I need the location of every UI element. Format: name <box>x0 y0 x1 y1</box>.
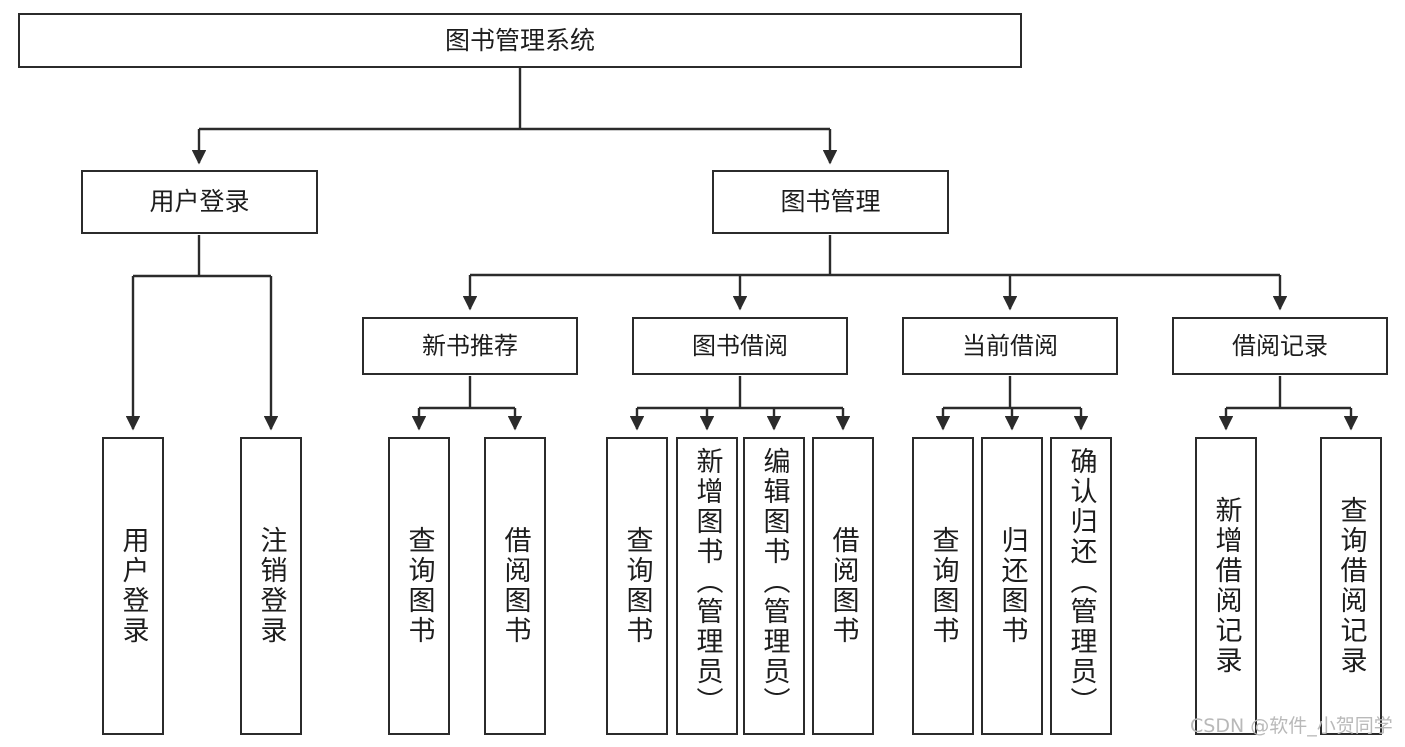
node-label: 图书管理系统 <box>444 25 595 55</box>
leaf-current-return-book[interactable]: 归还图书 <box>981 437 1043 735</box>
node-label: 借阅图书 <box>827 526 859 646</box>
node-label: 当前借阅 <box>962 331 1058 360</box>
node-label: 归还图书 <box>996 526 1028 646</box>
node-label: 借阅图书 <box>499 526 531 646</box>
leaf-recommend-borrow-book[interactable]: 借阅图书 <box>484 437 546 735</box>
node-label: 确认归还（管理员） <box>1065 447 1097 717</box>
node-current-borrow[interactable]: 当前借阅 <box>902 317 1118 375</box>
node-label: 注销登录 <box>255 526 287 646</box>
leaf-recommend-query-book[interactable]: 查询图书 <box>388 437 450 735</box>
node-label: 编辑图书（管理员） <box>758 447 790 717</box>
leaf-current-query-book[interactable]: 查询图书 <box>912 437 974 735</box>
node-label: 查询图书 <box>927 526 959 646</box>
node-label: 图书管理 <box>780 187 881 216</box>
leaf-user-login-logout[interactable]: 注销登录 <box>240 437 302 735</box>
node-user-login[interactable]: 用户登录 <box>81 170 318 234</box>
node-book-borrow[interactable]: 图书借阅 <box>632 317 848 375</box>
node-label: 查询图书 <box>403 526 435 646</box>
node-label: 新增借阅记录 <box>1210 496 1242 676</box>
node-book-management[interactable]: 图书管理 <box>712 170 949 234</box>
node-root-system[interactable]: 图书管理系统 <box>18 13 1022 68</box>
leaf-borrow-edit-book-admin[interactable]: 编辑图书（管理员） <box>743 437 805 735</box>
leaf-record-query-record[interactable]: 查询借阅记录 <box>1320 437 1382 735</box>
leaf-borrow-query-book[interactable]: 查询图书 <box>606 437 668 735</box>
node-label: 用户登录 <box>149 187 250 216</box>
leaf-record-add-record[interactable]: 新增借阅记录 <box>1195 437 1257 735</box>
node-label: 新书推荐 <box>422 331 518 360</box>
node-label: 用户登录 <box>117 526 149 646</box>
node-label: 查询借阅记录 <box>1335 496 1367 676</box>
leaf-user-login-login[interactable]: 用户登录 <box>102 437 164 735</box>
leaf-borrow-add-book-admin[interactable]: 新增图书（管理员） <box>676 437 738 735</box>
node-label: 借阅记录 <box>1232 331 1328 360</box>
node-label: 图书借阅 <box>692 331 788 360</box>
node-borrow-record[interactable]: 借阅记录 <box>1172 317 1388 375</box>
leaf-current-confirm-return-admin[interactable]: 确认归还（管理员） <box>1050 437 1112 735</box>
node-label: 查询图书 <box>621 526 653 646</box>
node-new-book-recommend[interactable]: 新书推荐 <box>362 317 578 375</box>
leaf-borrow-borrow-book[interactable]: 借阅图书 <box>812 437 874 735</box>
node-label: 新增图书（管理员） <box>691 447 723 717</box>
